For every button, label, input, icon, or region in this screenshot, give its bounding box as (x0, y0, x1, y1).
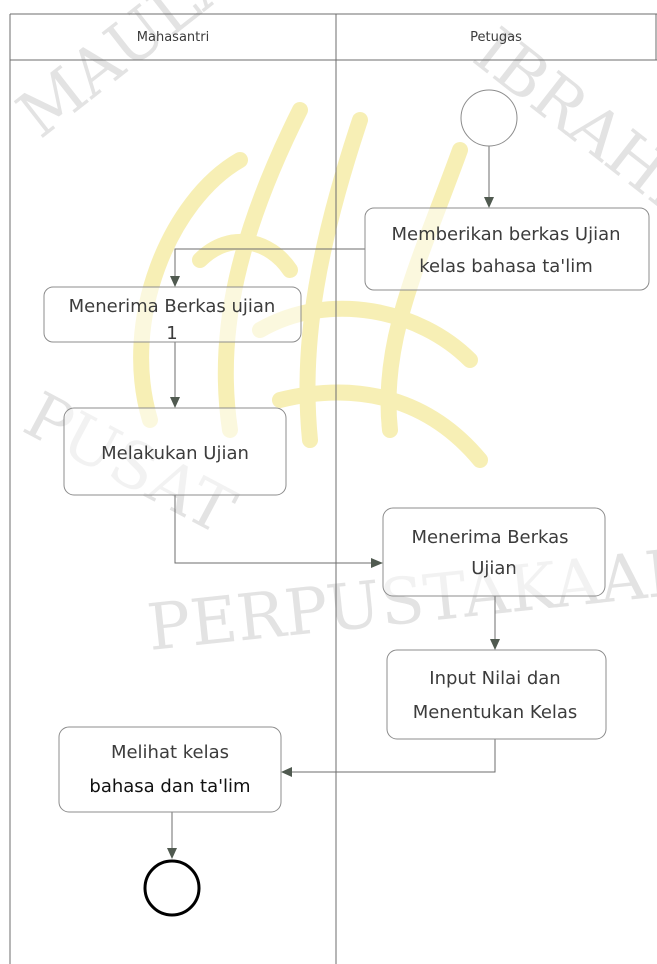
activity-label: Ujian (471, 558, 517, 579)
arrowhead (167, 848, 177, 859)
activity-label: Menentukan Kelas (413, 702, 578, 723)
activity-label: Memberikan berkas Ujian (391, 224, 620, 245)
final-node (143, 859, 201, 917)
arrowheads (167, 197, 500, 859)
arrowhead (484, 197, 494, 208)
activity-provide-files: Memberikan berkas Ujian kelas bahasa ta'… (364, 207, 650, 291)
activity-input-grades: Input Nilai dan Menentukan Kelas (386, 649, 607, 740)
swimlanes (9, 13, 657, 964)
activity-label: Melihat kelas (111, 742, 229, 763)
activity-receive-files-1: Menerima Berkas ujian 1 (43, 286, 302, 344)
activity-label: Input Nilai dan (429, 668, 560, 689)
activity-label: Menerima Berkas ujian (69, 296, 276, 317)
initial-node (460, 89, 518, 147)
activity-label: 1 (166, 323, 177, 344)
activity-label: kelas bahasa ta'lim (419, 256, 593, 277)
activity-view-class: Melihat kelas bahasa dan ta'lim (58, 726, 282, 813)
activity-receive-exam-files: Menerima Berkas Ujian (382, 507, 606, 597)
arrowhead (371, 558, 383, 568)
edge-input-to-view (286, 739, 496, 773)
lane-title-petugas: Petugas (470, 30, 522, 45)
arrowhead (281, 767, 292, 777)
arrowhead (170, 276, 180, 287)
edge-provide-to-receive (174, 248, 365, 283)
activity-label: bahasa dan ta'lim (89, 776, 250, 797)
activity-label: Menerima Berkas (411, 527, 568, 548)
activity-label: Melakukan Ujian (101, 443, 249, 464)
edges (171, 146, 496, 855)
lane-title-mahasantri: Mahasantri (137, 30, 209, 45)
edge-exam-to-receive-exam (174, 495, 378, 564)
arrowhead (490, 639, 500, 650)
arrowhead (170, 397, 180, 408)
activity-do-exam: Melakukan Ujian (63, 407, 287, 496)
